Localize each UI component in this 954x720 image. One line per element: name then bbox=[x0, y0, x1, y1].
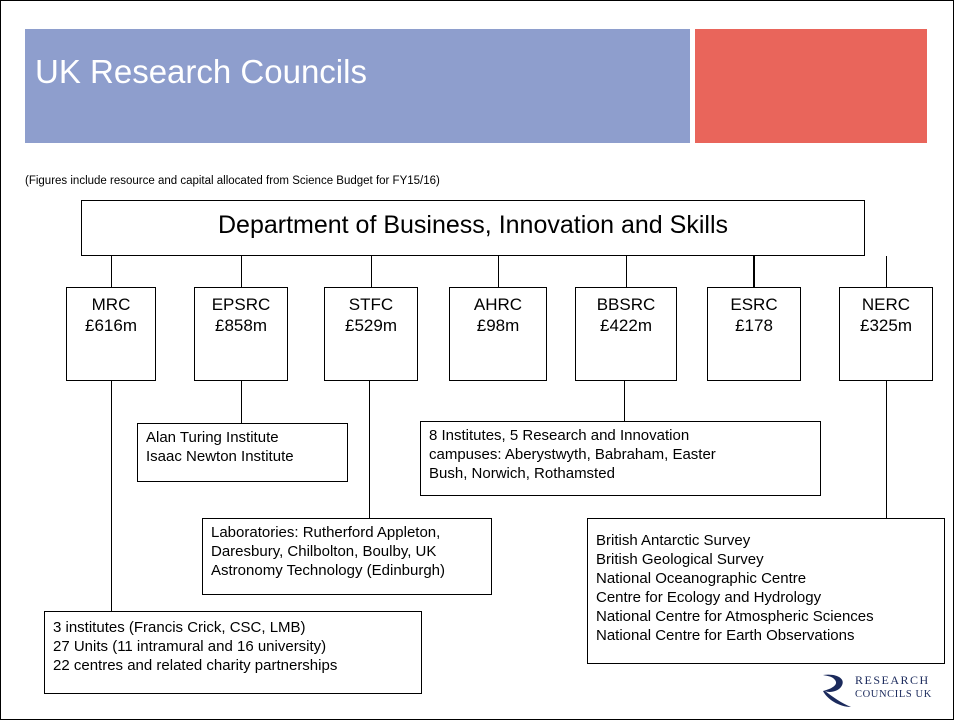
detail-line: National Centre for Earth Observations bbox=[596, 627, 855, 644]
department-label: Department of Business, Innovation and S… bbox=[218, 211, 728, 239]
council-box-bbsrc: BBSRC £422m bbox=[575, 287, 677, 381]
detail-line: National Oceanographic Centre bbox=[596, 570, 807, 587]
logo-swoosh-icon bbox=[823, 674, 851, 707]
council-box-ahrc: AHRC £98m bbox=[449, 287, 547, 381]
council-budget: £178 bbox=[735, 316, 773, 335]
detail-line: Centre for Ecology and Hydrology bbox=[596, 589, 822, 606]
nerc-centres-box: British Antarctic Survey British Geologi… bbox=[587, 518, 945, 664]
council-abbr: AHRC bbox=[473, 295, 523, 314]
connector-line bbox=[624, 381, 625, 421]
council-abbr: ESRC bbox=[730, 295, 778, 314]
title-bar bbox=[25, 29, 690, 143]
detail-line: Laboratories: Rutherford Appleton, bbox=[211, 524, 441, 541]
detail-line: British Antarctic Survey bbox=[596, 532, 751, 549]
council-abbr: NERC bbox=[861, 295, 911, 314]
council-box-esrc: ESRC £178 bbox=[707, 287, 801, 381]
logo-text-research: RESEARCH bbox=[855, 673, 930, 687]
connector-line bbox=[886, 381, 887, 518]
council-budget: £616m bbox=[85, 316, 137, 335]
connector-line bbox=[626, 256, 627, 287]
research-councils-uk-logo: RESEARCH COUNCILS UK bbox=[819, 670, 939, 710]
detail-line: Bush, Norwich, Rothamsted bbox=[429, 465, 615, 482]
council-budget: £529m bbox=[345, 316, 397, 335]
council-abbr: BBSRC bbox=[596, 295, 656, 314]
connector-line bbox=[369, 381, 370, 518]
department-box: Department of Business, Innovation and S… bbox=[81, 200, 865, 256]
connector-line bbox=[753, 256, 755, 287]
council-budget: £858m bbox=[215, 316, 267, 335]
detail-line: British Geological Survey bbox=[596, 551, 764, 568]
stfc-laboratories-box: Laboratories: Rutherford Appleton, Dares… bbox=[202, 518, 492, 595]
detail-line: Isaac Newton Institute bbox=[146, 448, 294, 465]
epsrc-institutes-box: Alan Turing Institute Isaac Newton Insti… bbox=[137, 423, 348, 482]
connector-line bbox=[371, 256, 372, 287]
council-box-mrc: MRC £616m bbox=[66, 287, 156, 381]
mrc-institutes-box: 3 institutes (Francis Crick, CSC, LMB) 2… bbox=[44, 611, 422, 694]
connector-line bbox=[111, 381, 112, 611]
detail-line: Daresbury, Chilbolton, Boulby, UK bbox=[211, 543, 437, 560]
bbsrc-institutes-box: 8 Institutes, 5 Research and Innovation … bbox=[420, 421, 821, 496]
connector-line bbox=[886, 256, 887, 287]
council-box-stfc: STFC £529m bbox=[324, 287, 418, 381]
slide-title: UK Research Councils bbox=[35, 53, 367, 90]
connector-line bbox=[241, 256, 242, 287]
footnote: (Figures include resource and capital al… bbox=[25, 175, 440, 187]
detail-line: 3 institutes (Francis Crick, CSC, LMB) bbox=[53, 619, 306, 636]
council-box-nerc: NERC £325m bbox=[839, 287, 933, 381]
detail-line: 27 Units (11 intramural and 16 universit… bbox=[53, 638, 327, 655]
connector-line bbox=[111, 256, 112, 287]
council-abbr: STFC bbox=[348, 295, 394, 314]
council-budget: £325m bbox=[860, 316, 912, 335]
council-budget: £422m bbox=[600, 316, 652, 335]
council-abbr: EPSRC bbox=[211, 295, 271, 314]
detail-line: 22 centres and related charity partnersh… bbox=[53, 657, 338, 674]
detail-line: 8 Institutes, 5 Research and Innovation bbox=[429, 427, 690, 444]
council-abbr: MRC bbox=[91, 295, 131, 314]
council-budget: £98m bbox=[476, 316, 520, 335]
detail-line: National Centre for Atmospheric Sciences bbox=[596, 608, 874, 625]
logo-text-councils-uk: COUNCILS UK bbox=[855, 689, 932, 700]
detail-line: Alan Turing Institute bbox=[146, 429, 279, 446]
accent-block bbox=[695, 29, 927, 143]
detail-line: Astronomy Technology (Edinburgh) bbox=[211, 562, 446, 579]
connector-line bbox=[241, 381, 242, 423]
detail-line: campuses: Aberystwyth, Babraham, Easter bbox=[429, 446, 716, 463]
council-box-epsrc: EPSRC £858m bbox=[194, 287, 288, 381]
connector-line bbox=[498, 256, 499, 287]
